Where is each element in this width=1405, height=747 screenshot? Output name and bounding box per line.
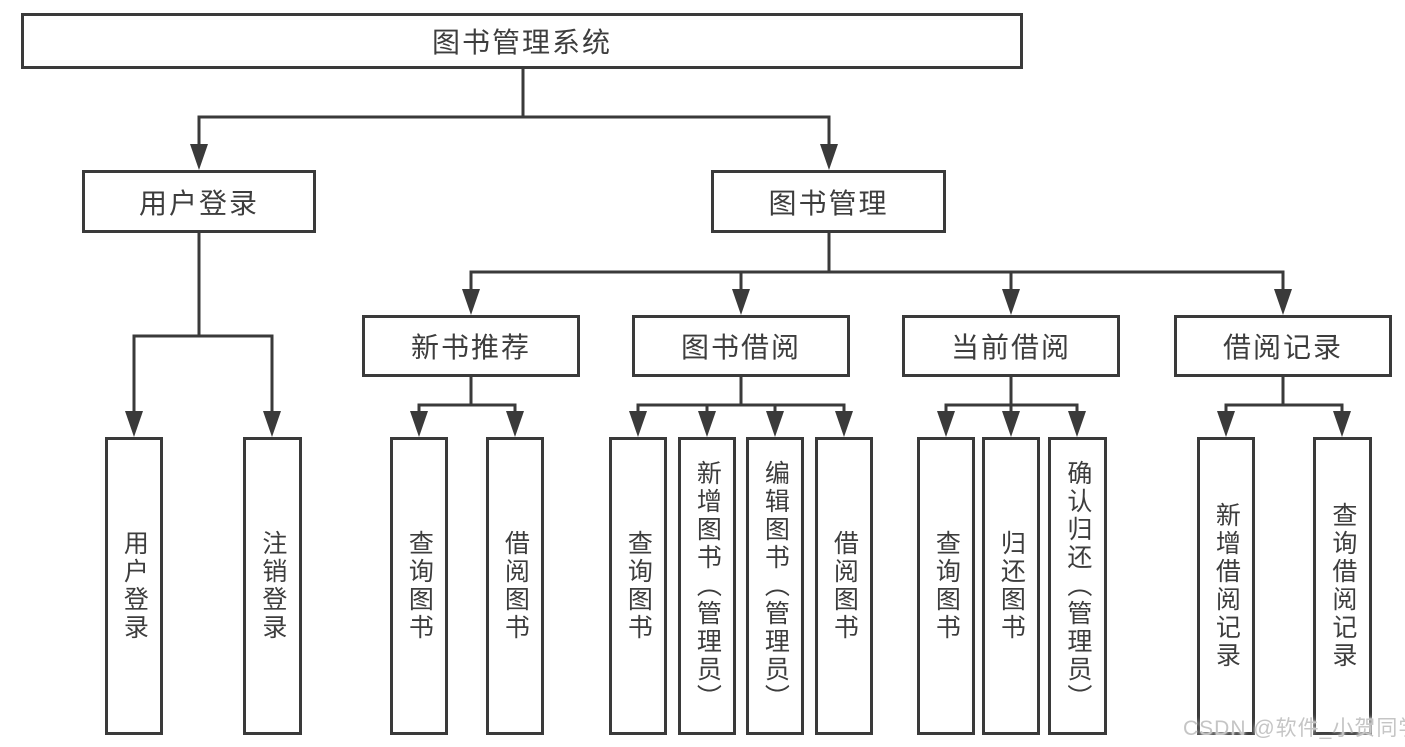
- csdn-watermark: CSDN @软件_小贺同学: [1183, 717, 1405, 740]
- leaf-return-books-label: 归还图书: [997, 530, 1026, 642]
- leaf-edit-books-admin-label: 编辑图书（管理员）: [761, 460, 790, 712]
- leaf-return-books: 归还图书: [982, 437, 1040, 735]
- leaf-user-login: 用户登录: [105, 437, 163, 735]
- leaf-borrow-books: 借阅图书: [815, 437, 873, 735]
- leaf-query-books-borrow-label: 查询图书: [624, 530, 653, 642]
- connector-paths: [132, 69, 1344, 415]
- leaf-query-books-recommend: 查询图书: [390, 437, 448, 735]
- node-user-login-label: 用户登录: [138, 187, 259, 219]
- leaf-add-borrow-record-label: 新增借阅记录: [1212, 502, 1241, 670]
- node-book-borrowing: 图书借阅: [632, 315, 850, 377]
- leaf-query-borrow-record: 查询借阅记录: [1313, 437, 1372, 735]
- leaf-add-books-admin-label: 新增图书（管理员）: [693, 460, 722, 712]
- leaf-user-login-label: 用户登录: [120, 530, 149, 642]
- leaf-borrow-books-recommend-label: 借阅图书: [501, 530, 530, 642]
- node-borrowing-records: 借阅记录: [1174, 315, 1392, 377]
- leaf-borrow-books-recommend: 借阅图书: [486, 437, 544, 735]
- leaf-query-books-current: 查询图书: [917, 437, 975, 735]
- leaf-add-books-admin: 新增图书（管理员）: [678, 437, 736, 735]
- node-book-management-label: 图书管理: [768, 187, 889, 219]
- node-library-management-system: 图书管理系统: [21, 13, 1023, 69]
- leaf-edit-books-admin: 编辑图书（管理员）: [746, 437, 804, 735]
- leaf-add-borrow-record: 新增借阅记录: [1197, 437, 1255, 735]
- leaf-logout: 注销登录: [243, 437, 302, 735]
- arrowheads: [125, 144, 1351, 437]
- node-current-borrowing: 当前借阅: [902, 315, 1120, 377]
- leaf-logout-label: 注销登录: [258, 530, 287, 642]
- node-new-book-recommendation: 新书推荐: [362, 315, 580, 377]
- node-current-borrowing-label: 当前借阅: [950, 332, 1071, 363]
- node-user-login: 用户登录: [82, 170, 316, 233]
- node-new-book-recommendation-label: 新书推荐: [410, 332, 531, 363]
- node-book-management: 图书管理: [711, 170, 946, 233]
- node-book-borrowing-label: 图书借阅: [680, 332, 801, 363]
- leaf-query-books-current-label: 查询图书: [932, 530, 961, 642]
- leaf-query-books-borrow: 查询图书: [609, 437, 667, 735]
- leaf-query-borrow-record-label: 查询借阅记录: [1328, 502, 1357, 670]
- leaf-query-books-recommend-label: 查询图书: [405, 530, 434, 642]
- leaf-confirm-return-admin: 确认归还（管理员）: [1048, 437, 1107, 735]
- node-borrowing-records-label: 借阅记录: [1222, 332, 1343, 363]
- leaf-borrow-books-label: 借阅图书: [830, 530, 859, 642]
- node-library-management-system-label: 图书管理系统: [431, 27, 612, 58]
- leaf-confirm-return-admin-label: 确认归还（管理员）: [1063, 460, 1092, 712]
